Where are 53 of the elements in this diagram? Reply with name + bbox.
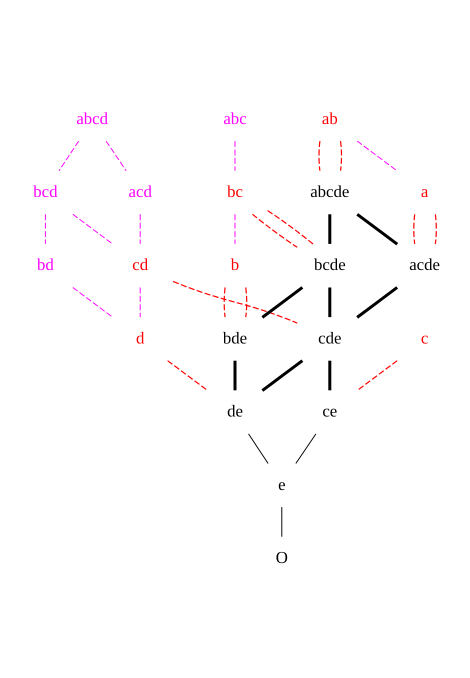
connector bbox=[328, 287, 332, 318]
connector bbox=[234, 214, 236, 244]
node-text: ab bbox=[322, 108, 338, 128]
connector bbox=[234, 140, 236, 172]
connector bbox=[106, 140, 127, 172]
node-text: bc bbox=[227, 182, 243, 202]
node-text: abcd bbox=[76, 108, 108, 128]
node-text: b bbox=[230, 255, 240, 274]
node-text: O bbox=[276, 548, 288, 568]
node-text: abcde bbox=[310, 182, 350, 202]
connector bbox=[281, 506, 282, 538]
connector bbox=[328, 214, 332, 244]
node-text: cd bbox=[132, 255, 148, 274]
node-text: bde bbox=[222, 328, 248, 348]
connector bbox=[58, 140, 80, 172]
connector bbox=[140, 287, 141, 318]
node-text: bcde bbox=[314, 255, 346, 274]
connector bbox=[356, 286, 398, 319]
connector bbox=[328, 360, 332, 390]
node-text: a bbox=[420, 182, 428, 202]
node-text: acd bbox=[128, 182, 152, 202]
node-text: acde bbox=[409, 255, 440, 274]
connector bbox=[167, 360, 208, 392]
connector bbox=[356, 140, 398, 172]
connector bbox=[172, 280, 298, 324]
connector bbox=[434, 214, 437, 244]
connector bbox=[248, 433, 269, 464]
node-text: cde bbox=[318, 328, 342, 348]
node-text: ce bbox=[322, 402, 338, 421]
connector bbox=[413, 214, 416, 244]
node-text: c bbox=[420, 328, 428, 348]
connector bbox=[245, 287, 248, 318]
connector bbox=[356, 213, 398, 246]
node-text: abc bbox=[223, 108, 247, 128]
node-text: de bbox=[227, 402, 243, 421]
connector bbox=[44, 214, 46, 244]
connector bbox=[295, 433, 316, 464]
connector bbox=[261, 359, 304, 392]
node-text: bcd bbox=[33, 182, 58, 202]
connector bbox=[318, 141, 320, 171]
connector bbox=[72, 214, 114, 245]
connector bbox=[261, 286, 304, 319]
connector bbox=[72, 287, 114, 318]
connector bbox=[340, 141, 342, 171]
connector bbox=[234, 360, 236, 390]
connector bbox=[224, 287, 226, 318]
connector bbox=[140, 214, 141, 244]
connector bbox=[252, 214, 298, 248]
node-text: d bbox=[136, 328, 144, 348]
node-text: e bbox=[278, 474, 286, 494]
connector bbox=[356, 360, 398, 392]
node-text: bd bbox=[37, 255, 54, 274]
connector bbox=[267, 210, 314, 245]
